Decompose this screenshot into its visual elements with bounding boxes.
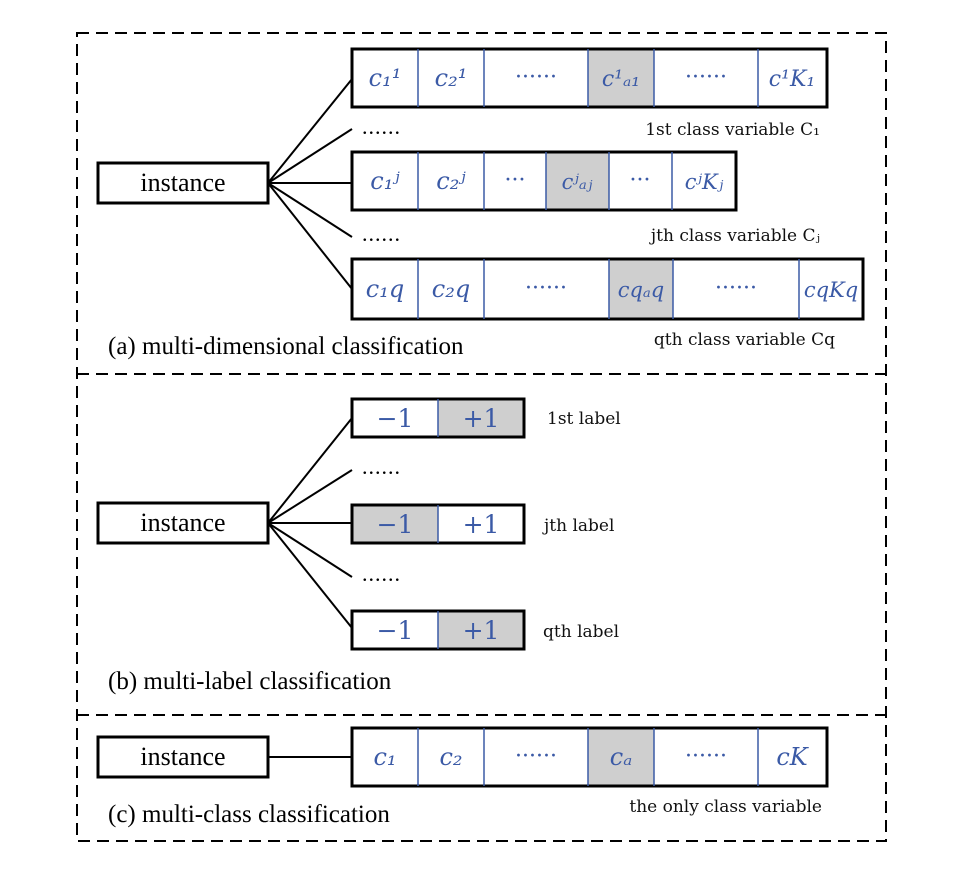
- highlight-cell-b3: [438, 611, 524, 649]
- highlight-cell-b1: [438, 399, 524, 437]
- row-box-c: [350, 726, 829, 788]
- edge-a-dots1: [267, 128, 353, 184]
- cell-a1-highlight: c¹ₐ₁: [602, 67, 640, 92]
- cell-a3-highlight: cqₐq: [618, 278, 665, 302]
- row-label-a2: jth class variable Cⱼ: [649, 226, 820, 246]
- row-box-a1: [350, 47, 829, 109]
- caption-b: (b) multi-label classification: [108, 668, 392, 695]
- cell-a3-last: cqKq: [804, 278, 858, 302]
- caption-a: (a) multi-dimensional classification: [108, 333, 464, 360]
- panel-multi-dimensional: instance c₁¹ c₂¹ ······ c¹ₐ₁ ······ c¹K₁…: [96, 47, 865, 360]
- ellipsis-a2: ......: [362, 221, 401, 246]
- row-label-b2: jth label: [542, 516, 614, 536]
- ellipsis-b1: ......: [362, 454, 401, 479]
- cell-a3-1: c₁q: [366, 275, 404, 303]
- cell-b3-pos: +1: [463, 616, 500, 645]
- ellipsis-b2: ......: [362, 561, 401, 586]
- instance-label-c: instance: [140, 742, 225, 771]
- row-label-b1: 1st label: [547, 409, 621, 429]
- highlight-cell-c: [588, 728, 654, 786]
- highlight-cell-a3: [609, 259, 673, 319]
- cell-a2-last: cʲKⱼ: [685, 170, 724, 194]
- instance-box-b: [96, 501, 270, 545]
- cell-b2-neg: −1: [377, 510, 414, 539]
- edge-a-dots2: [267, 182, 353, 238]
- cell-c-dots-2: ······: [685, 744, 727, 769]
- label-row-q: −1 +1 qth label: [350, 609, 619, 651]
- cell-a2-highlight: cʲₐⱼ: [562, 170, 593, 194]
- cell-b3-neg: −1: [377, 616, 414, 645]
- cell-a2-2: c₂ʲ: [436, 167, 466, 195]
- edge-a-row1: [267, 78, 353, 184]
- edge-b-row3: [267, 522, 353, 629]
- cell-a1-2: c₂¹: [435, 64, 468, 92]
- panel-multi-class: instance c₁ c₂ ······ cₐ ······ cK the o…: [96, 726, 829, 828]
- cell-c-last: cK: [776, 743, 809, 771]
- row-label-a1: 1st class variable C₁: [645, 120, 820, 140]
- instance-label-a: instance: [140, 168, 225, 197]
- highlight-cell-a2: [546, 152, 609, 210]
- class-variable-row-q: c₁q c₂q ······ cqₐq ······ cqKq qth clas…: [350, 257, 865, 350]
- cell-a3-dots-1: ······: [525, 276, 567, 301]
- cell-a1-dots-2: ······: [685, 65, 727, 90]
- highlight-cell-b2: [352, 505, 438, 543]
- class-variable-row-only: c₁ c₂ ······ cₐ ······ cK the only class…: [350, 726, 829, 817]
- edge-b-row1: [267, 417, 353, 524]
- cell-c-highlight: cₐ: [610, 743, 632, 771]
- ellipsis-a1: ......: [362, 114, 401, 139]
- row-label-c: the only class variable: [629, 797, 822, 817]
- cell-a1-dots-1: ······: [515, 65, 557, 90]
- cell-a1-last: c¹K₁: [769, 67, 815, 92]
- edge-b-dots1: [267, 469, 353, 524]
- label-row-1: −1 +1 1st label: [350, 397, 621, 439]
- cell-a2-dots-2: ···: [630, 168, 651, 193]
- cell-b1-pos: +1: [463, 404, 500, 433]
- outer-frame: [76, 32, 887, 842]
- cell-b1-neg: −1: [377, 404, 414, 433]
- instance-label-b: instance: [140, 508, 225, 537]
- caption-c: (c) multi-class classification: [108, 801, 390, 828]
- cell-c-dots-1: ······: [515, 744, 557, 769]
- label-row-j: −1 +1 jth label: [350, 503, 614, 545]
- row-box-a2: [350, 150, 738, 212]
- row-label-b3: qth label: [543, 622, 619, 642]
- edge-b-dots2: [267, 522, 353, 578]
- class-variable-row-1: c₁¹ c₂¹ ······ c¹ₐ₁ ······ c¹K₁ 1st clas…: [350, 47, 829, 140]
- cell-c-2: c₂: [439, 743, 462, 771]
- row-box-a3: [350, 257, 865, 321]
- highlight-cell-a1: [588, 49, 654, 107]
- class-variable-row-j: c₁ʲ c₂ʲ ··· cʲₐⱼ ··· cʲKⱼ jth class vari…: [350, 150, 820, 246]
- cell-a1-1: c₁¹: [369, 64, 402, 92]
- cell-b2-pos: +1: [463, 510, 500, 539]
- cell-a3-dots-2: ······: [715, 276, 757, 301]
- cell-c-1: c₁: [373, 743, 396, 771]
- cell-a3-2: c₂q: [432, 275, 470, 303]
- panel-multi-label: instance −1 +1 1st label ...... −1 +1 jt…: [96, 397, 621, 695]
- row-label-a3: qth class variable Cq: [654, 330, 835, 350]
- cell-a2-1: c₁ʲ: [370, 167, 400, 195]
- edge-a-row3: [267, 182, 353, 290]
- cell-a2-dots-1: ···: [505, 168, 526, 193]
